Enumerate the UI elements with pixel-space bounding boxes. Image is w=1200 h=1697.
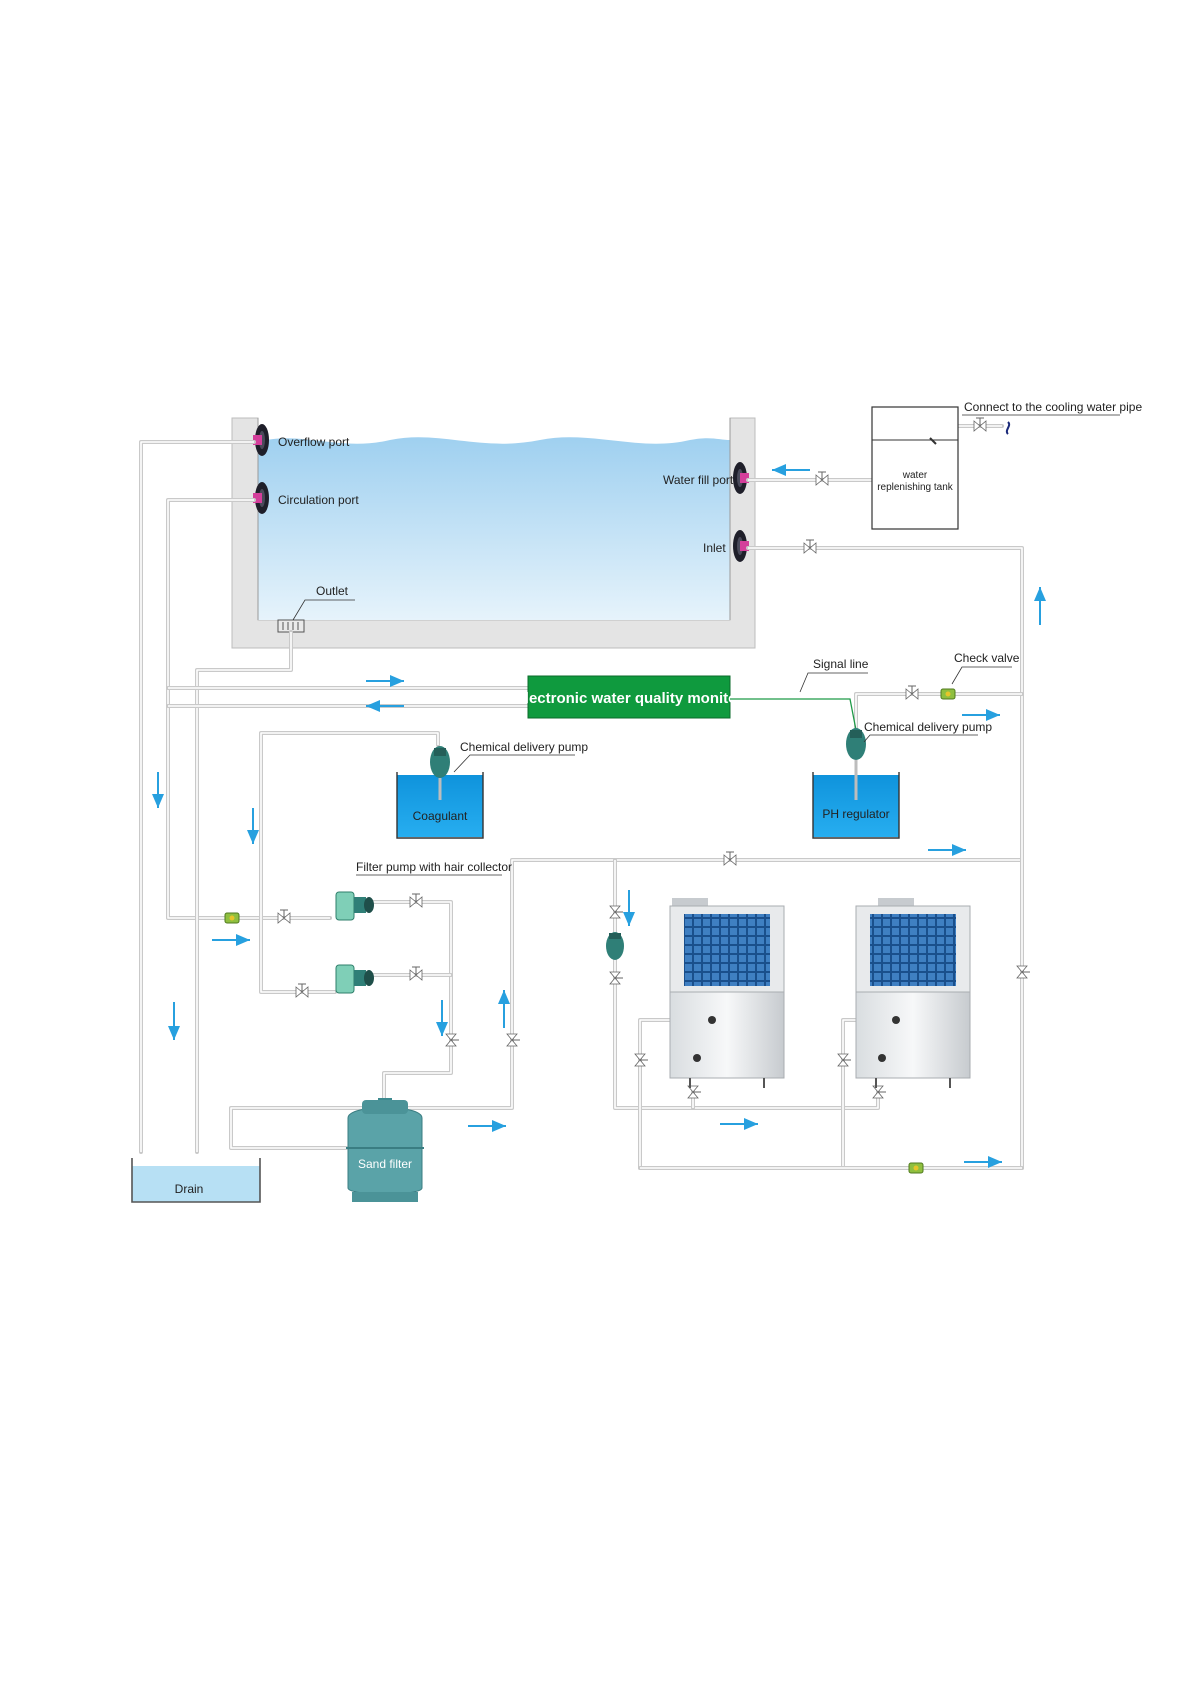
heat-pump-unit-2: [855, 898, 971, 1088]
water-fill-port-label: Water fill port: [663, 473, 734, 487]
signal-line-label: Signal line: [813, 657, 869, 671]
replenishing-tank-label-line2: replenishing tank: [877, 482, 954, 493]
sand-filter-label: Sand filter: [358, 1157, 412, 1171]
flow-arrows: [152, 464, 1046, 1168]
heat-pump-unit-1: [669, 898, 785, 1088]
filter-pump-label: Filter pump with hair collector: [356, 860, 512, 874]
filter-pump-1: [335, 891, 374, 921]
water-quality-monitor: [527, 675, 731, 719]
chemical-delivery-pump-right: [846, 728, 866, 800]
connect-cooling-label: Connect to the cooling water pipe: [964, 400, 1142, 414]
overflow-port-label: Overflow port: [278, 435, 350, 449]
inlet-port: [733, 530, 749, 562]
pool: [231, 417, 756, 649]
outlet-label: Outlet: [316, 584, 349, 598]
chem-pump-left-label: Chemical delivery pump: [460, 740, 588, 754]
inlet-label: Inlet: [703, 541, 726, 555]
drain-label: Drain: [175, 1182, 204, 1196]
sand-filter: [346, 1098, 424, 1202]
chem-pump-right-label: Chemical delivery pump: [864, 720, 992, 734]
gate-valves: [277, 417, 1030, 1099]
check-valve-label: Check valve: [954, 651, 1020, 665]
replenishing-tank-label-line1: water: [902, 470, 928, 481]
circulation-port-label: Circulation port: [278, 493, 359, 507]
check-valves: [224, 688, 956, 1174]
outlet-drain-grate: [277, 599, 355, 633]
signal-line: [730, 698, 857, 731]
water-replenishing-tank: [871, 406, 1011, 530]
water-fill-port: [733, 462, 749, 494]
ph-regulator-label: PH regulator: [822, 807, 889, 821]
coagulant-label: Coagulant: [413, 809, 468, 823]
drain-basin: [131, 1158, 261, 1203]
overflow-port: [253, 424, 269, 456]
circulation-pump-heat-side: [606, 932, 624, 960]
chemical-delivery-pump-left: [430, 746, 450, 800]
circulation-port: [253, 482, 269, 514]
monitor-label: Electronic water quality monitor: [515, 690, 744, 707]
filter-pump-2: [335, 964, 374, 994]
